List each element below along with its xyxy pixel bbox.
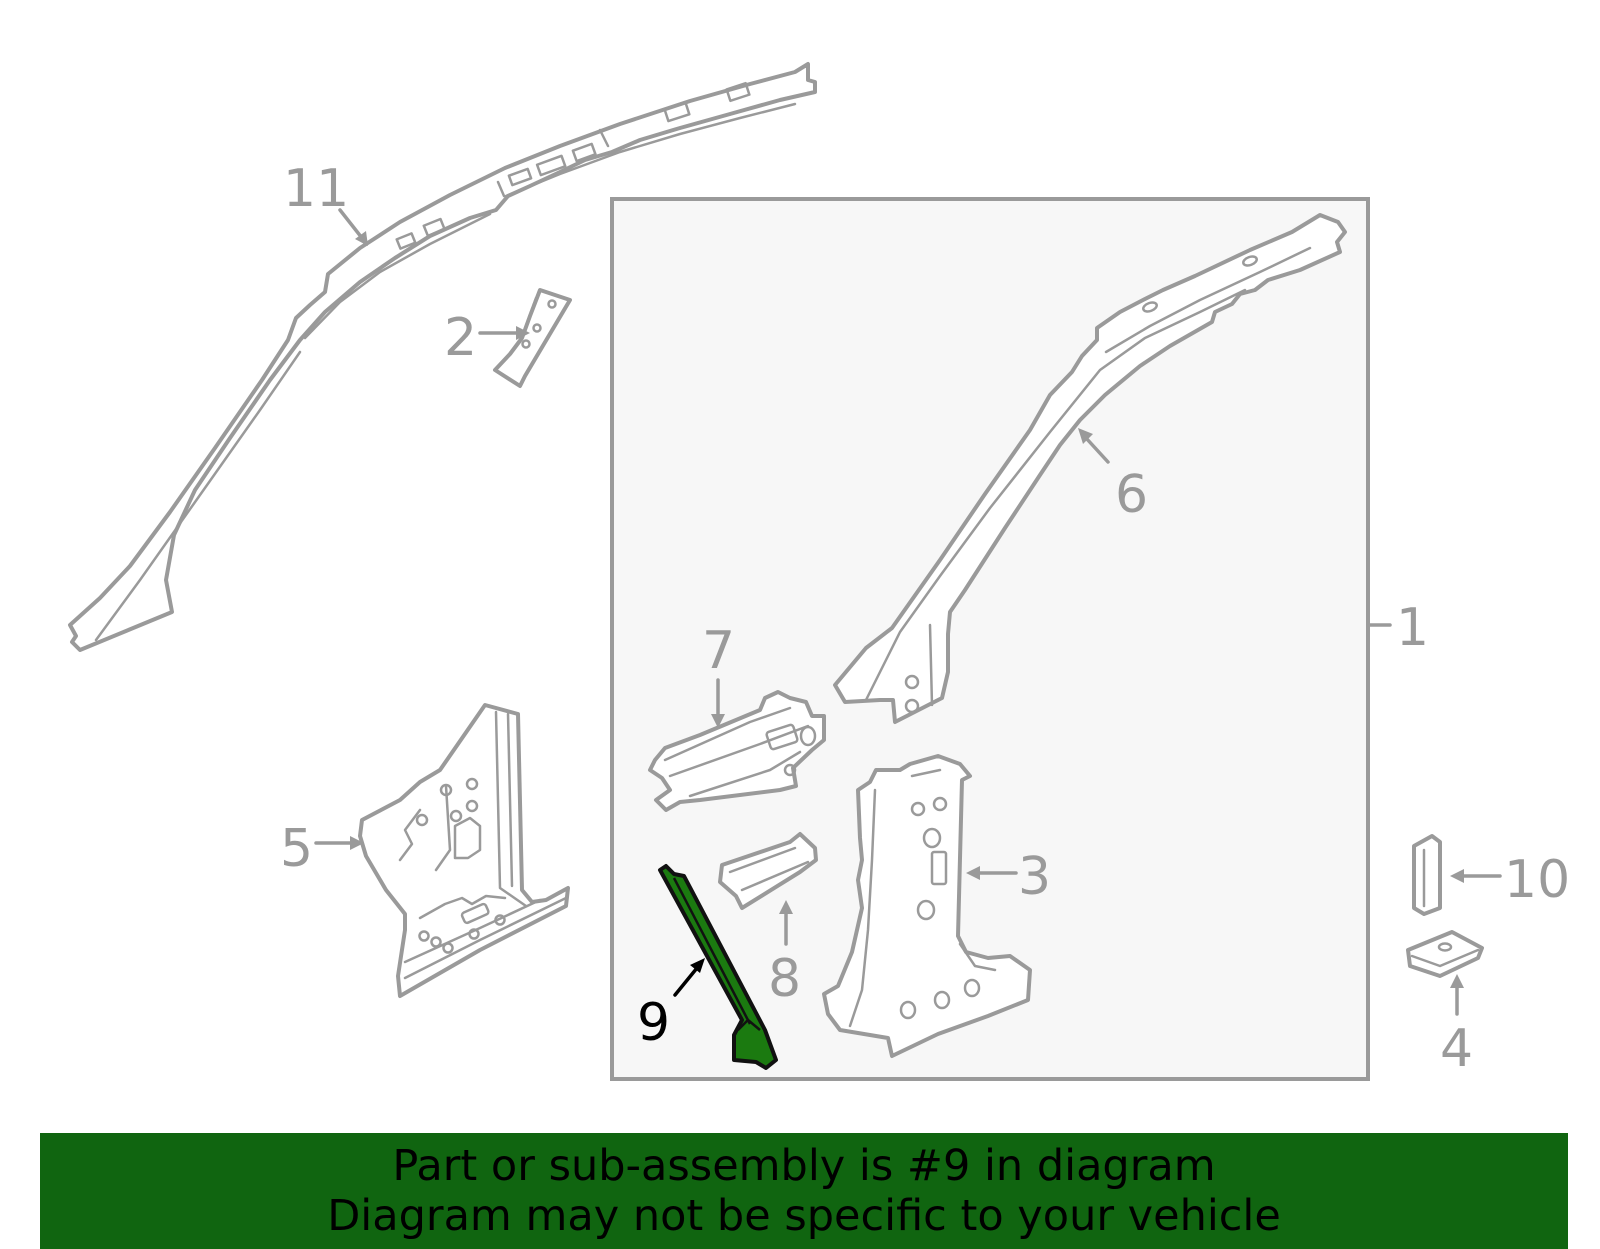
banner-line-1: Part or sub-assembly is #9 in diagram (392, 1141, 1216, 1191)
callout-2: 2 (444, 308, 477, 368)
part-10-clip[interactable] (1412, 834, 1442, 916)
part-6-pillar-reinforcement[interactable] (833, 213, 1347, 724)
callout-8: 8 (768, 949, 801, 1009)
callout-9: 9 (637, 993, 670, 1053)
part-7-bracket[interactable] (648, 690, 826, 812)
callout-7: 7 (702, 621, 735, 681)
part-2-bracket[interactable] (493, 288, 572, 388)
banner-line-2: Diagram may not be specific to your vehi… (327, 1191, 1281, 1241)
part-3-pillar-inner[interactable] (822, 754, 1032, 1058)
callout-3: 3 (1018, 847, 1051, 907)
part-11-roof-rail[interactable] (68, 62, 817, 652)
part-8-bracket[interactable] (718, 832, 818, 910)
info-banner: Part or sub-assembly is #9 in diagram Di… (40, 1133, 1568, 1249)
part-4-plate[interactable] (1406, 930, 1484, 978)
part-5-inner-panel[interactable] (358, 703, 570, 998)
callout-6: 6 (1115, 465, 1148, 525)
leader-lines (314, 208, 1502, 1016)
assembly-box (610, 197, 1370, 1081)
callout-5: 5 (280, 819, 313, 879)
callout-10: 10 (1504, 850, 1570, 910)
callout-1: 1 (1396, 598, 1429, 658)
callout-11: 11 (283, 159, 349, 219)
part-9-pillar-strip[interactable] (658, 864, 778, 1070)
callout-4: 4 (1440, 1019, 1473, 1079)
